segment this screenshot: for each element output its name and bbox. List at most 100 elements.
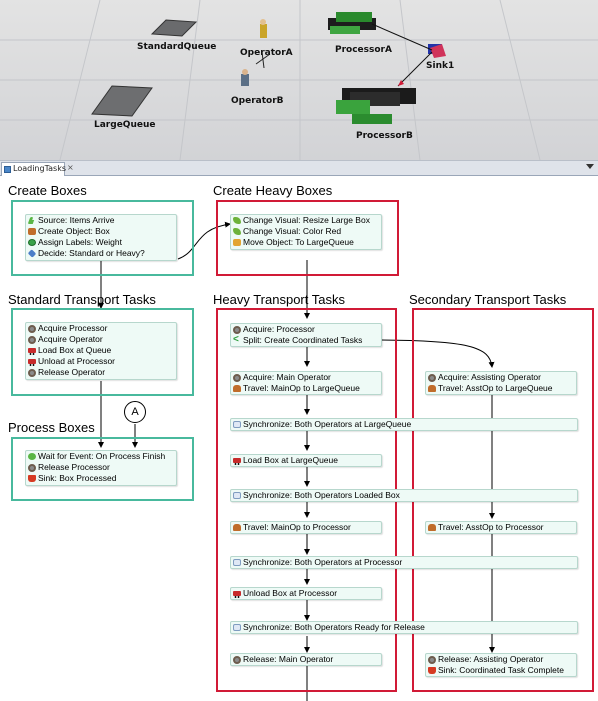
activity-travel-mainop-processor[interactable]: Travel: MainOp to Processor xyxy=(230,521,382,534)
activity-wait-for-event[interactable]: Wait for Event: On Process Finish xyxy=(26,451,176,462)
load-icon xyxy=(28,348,36,355)
activity-load-box[interactable]: Load Box at Queue xyxy=(26,345,176,356)
sync-both-at-processor[interactable]: Synchronize: Both Operators at Processor xyxy=(230,556,578,569)
create-boxes-frame[interactable] xyxy=(11,200,194,276)
section-heavy-transport-tasks: Heavy Transport Tasks xyxy=(213,292,345,307)
heavy-acquire-block[interactable]: Acquire: Processor Split: Create Coordin… xyxy=(230,323,382,347)
acquire-icon xyxy=(233,374,241,382)
travel-icon xyxy=(428,385,436,392)
activity-split[interactable]: Split: Create Coordinated Tasks xyxy=(231,335,381,346)
sink1-label: Sink1 xyxy=(426,61,455,71)
process-flow-canvas[interactable]: Create Boxes Create Heavy Boxes Standard… xyxy=(0,177,598,701)
large-queue-shape xyxy=(91,85,153,117)
connector-marker-a[interactable]: A xyxy=(124,401,146,423)
load-icon xyxy=(233,458,241,465)
activity-acquire-main-operator[interactable]: Acquire: Main Operator xyxy=(231,372,381,383)
synchronize-icon xyxy=(233,492,241,499)
activity-unload-processor[interactable]: Unload at Processor xyxy=(26,356,176,367)
acquire-icon xyxy=(28,336,36,344)
activity-assign-labels[interactable]: Assign Labels: Weight xyxy=(26,237,176,248)
tab-close-icon[interactable]: × xyxy=(67,163,74,172)
sync-both-at-largequeue[interactable]: Synchronize: Both Operators at LargeQueu… xyxy=(230,418,578,431)
change-visual-icon xyxy=(233,217,241,224)
acquire-icon xyxy=(28,325,36,333)
create-heavy-block[interactable]: Change Visual: Resize Large Box Change V… xyxy=(230,214,382,250)
decide-icon xyxy=(27,249,37,258)
activity-travel-asstop-processor[interactable]: Travel: AsstOp to Processor xyxy=(425,521,577,534)
release-icon xyxy=(28,464,36,472)
source-icon xyxy=(27,217,34,224)
process-boxes-frame[interactable] xyxy=(11,437,194,501)
synchronize-icon xyxy=(233,421,241,428)
create-heavy-boxes-frame[interactable] xyxy=(216,200,399,276)
activity-release-processor[interactable]: Release Processor xyxy=(26,462,176,473)
unload-icon xyxy=(28,359,36,366)
activity-load-box-large[interactable]: Load Box at LargeQueue xyxy=(230,454,382,467)
activity-source[interactable]: Source: Items Arrive xyxy=(26,215,176,226)
activity-acquire-processor[interactable]: Acquire: Processor xyxy=(231,324,381,335)
activity-acquire-processor[interactable]: Acquire Processor xyxy=(26,323,176,334)
release-icon xyxy=(233,656,241,664)
operator-a-shape xyxy=(260,24,267,38)
section-process-boxes: Process Boxes xyxy=(8,420,95,435)
standard-transport-frame[interactable] xyxy=(11,308,194,396)
3d-model-view[interactable]: StandardQueue OperatorA ProcessorA Sink1… xyxy=(0,0,598,160)
activity-acquire-operator[interactable]: Acquire Operator xyxy=(26,334,176,345)
operator-b-shape xyxy=(241,74,249,86)
tab-list-dropdown-icon[interactable] xyxy=(586,164,594,169)
secondary-end-block[interactable]: Release: Assisting Operator Sink: Coordi… xyxy=(425,653,577,677)
process-boxes-block[interactable]: Wait for Event: On Process Finish Releas… xyxy=(25,450,177,486)
travel-icon xyxy=(233,385,241,392)
activity-release-assisting-operator[interactable]: Release: Assisting Operator xyxy=(426,654,576,665)
section-create-heavy-boxes: Create Heavy Boxes xyxy=(213,183,333,198)
activity-change-visual-resize[interactable]: Change Visual: Resize Large Box xyxy=(231,215,381,226)
tab-label: LoadingTasks xyxy=(13,164,66,173)
activity-change-visual-color[interactable]: Change Visual: Color Red xyxy=(231,226,381,237)
release-icon xyxy=(28,369,36,377)
activity-release-operator[interactable]: Release Operator xyxy=(26,367,176,378)
floor-grid xyxy=(0,0,598,160)
activity-release-main-operator[interactable]: Release: Main Operator xyxy=(230,653,382,666)
activity-decide[interactable]: Decide: Standard or Heavy? xyxy=(26,248,176,259)
large-queue-label: LargeQueue xyxy=(94,120,156,130)
processor-b-label: ProcessorB xyxy=(356,131,413,141)
activity-sink-coordinated[interactable]: Sink: Coordinated Task Complete xyxy=(426,665,576,676)
secondary-acquire-block[interactable]: Acquire: Assisting Operator Travel: Asst… xyxy=(425,371,577,395)
synchronize-icon xyxy=(233,624,241,631)
standard-queue-label: StandardQueue xyxy=(137,42,217,52)
heavy-main-block[interactable]: Acquire: Main Operator Travel: MainOp to… xyxy=(230,371,382,395)
wait-event-icon xyxy=(28,453,36,460)
travel-icon xyxy=(428,524,436,531)
acquire-icon xyxy=(233,326,241,334)
processor-a-label: ProcessorA xyxy=(335,45,392,55)
tab-loading-tasks[interactable]: LoadingTasks xyxy=(1,162,66,176)
sync-ready-for-release[interactable]: Synchronize: Both Operators Ready for Re… xyxy=(230,621,578,634)
standard-queue-shape xyxy=(150,19,198,37)
split-icon xyxy=(233,335,241,345)
activity-create-object[interactable]: Create Object: Box xyxy=(26,226,176,237)
operator-b-label: OperatorB xyxy=(231,96,284,106)
section-standard-transport-tasks: Standard Transport Tasks xyxy=(8,292,156,307)
operator-a-label: OperatorA xyxy=(240,48,293,58)
create-object-icon xyxy=(28,228,36,235)
sync-both-loaded[interactable]: Synchronize: Both Operators Loaded Box xyxy=(230,489,578,502)
create-boxes-block[interactable]: Source: Items Arrive Create Object: Box … xyxy=(25,214,177,261)
release-icon xyxy=(428,656,436,664)
unload-icon xyxy=(233,591,241,598)
assign-labels-icon xyxy=(28,239,36,246)
activity-move-object[interactable]: Move Object: To LargeQueue xyxy=(231,237,381,248)
activity-unload-box-processor[interactable]: Unload Box at Processor xyxy=(230,587,382,600)
standard-transport-block[interactable]: Acquire Processor Acquire Operator Load … xyxy=(25,322,177,380)
activity-travel-asstop[interactable]: Travel: AsstOp to LargeQueue xyxy=(426,383,576,394)
change-visual-icon xyxy=(233,228,241,235)
activity-sink[interactable]: Sink: Box Processed xyxy=(26,473,176,484)
section-secondary-transport-tasks: Secondary Transport Tasks xyxy=(409,292,567,307)
move-object-icon xyxy=(233,239,241,246)
synchronize-icon xyxy=(233,559,241,566)
sink-icon xyxy=(428,667,436,674)
activity-acquire-assisting-operator[interactable]: Acquire: Assisting Operator xyxy=(426,372,576,383)
activity-travel-mainop[interactable]: Travel: MainOp to LargeQueue xyxy=(231,383,381,394)
process-flow-icon xyxy=(4,166,11,173)
section-create-boxes: Create Boxes xyxy=(8,183,87,198)
acquire-icon xyxy=(428,374,436,382)
